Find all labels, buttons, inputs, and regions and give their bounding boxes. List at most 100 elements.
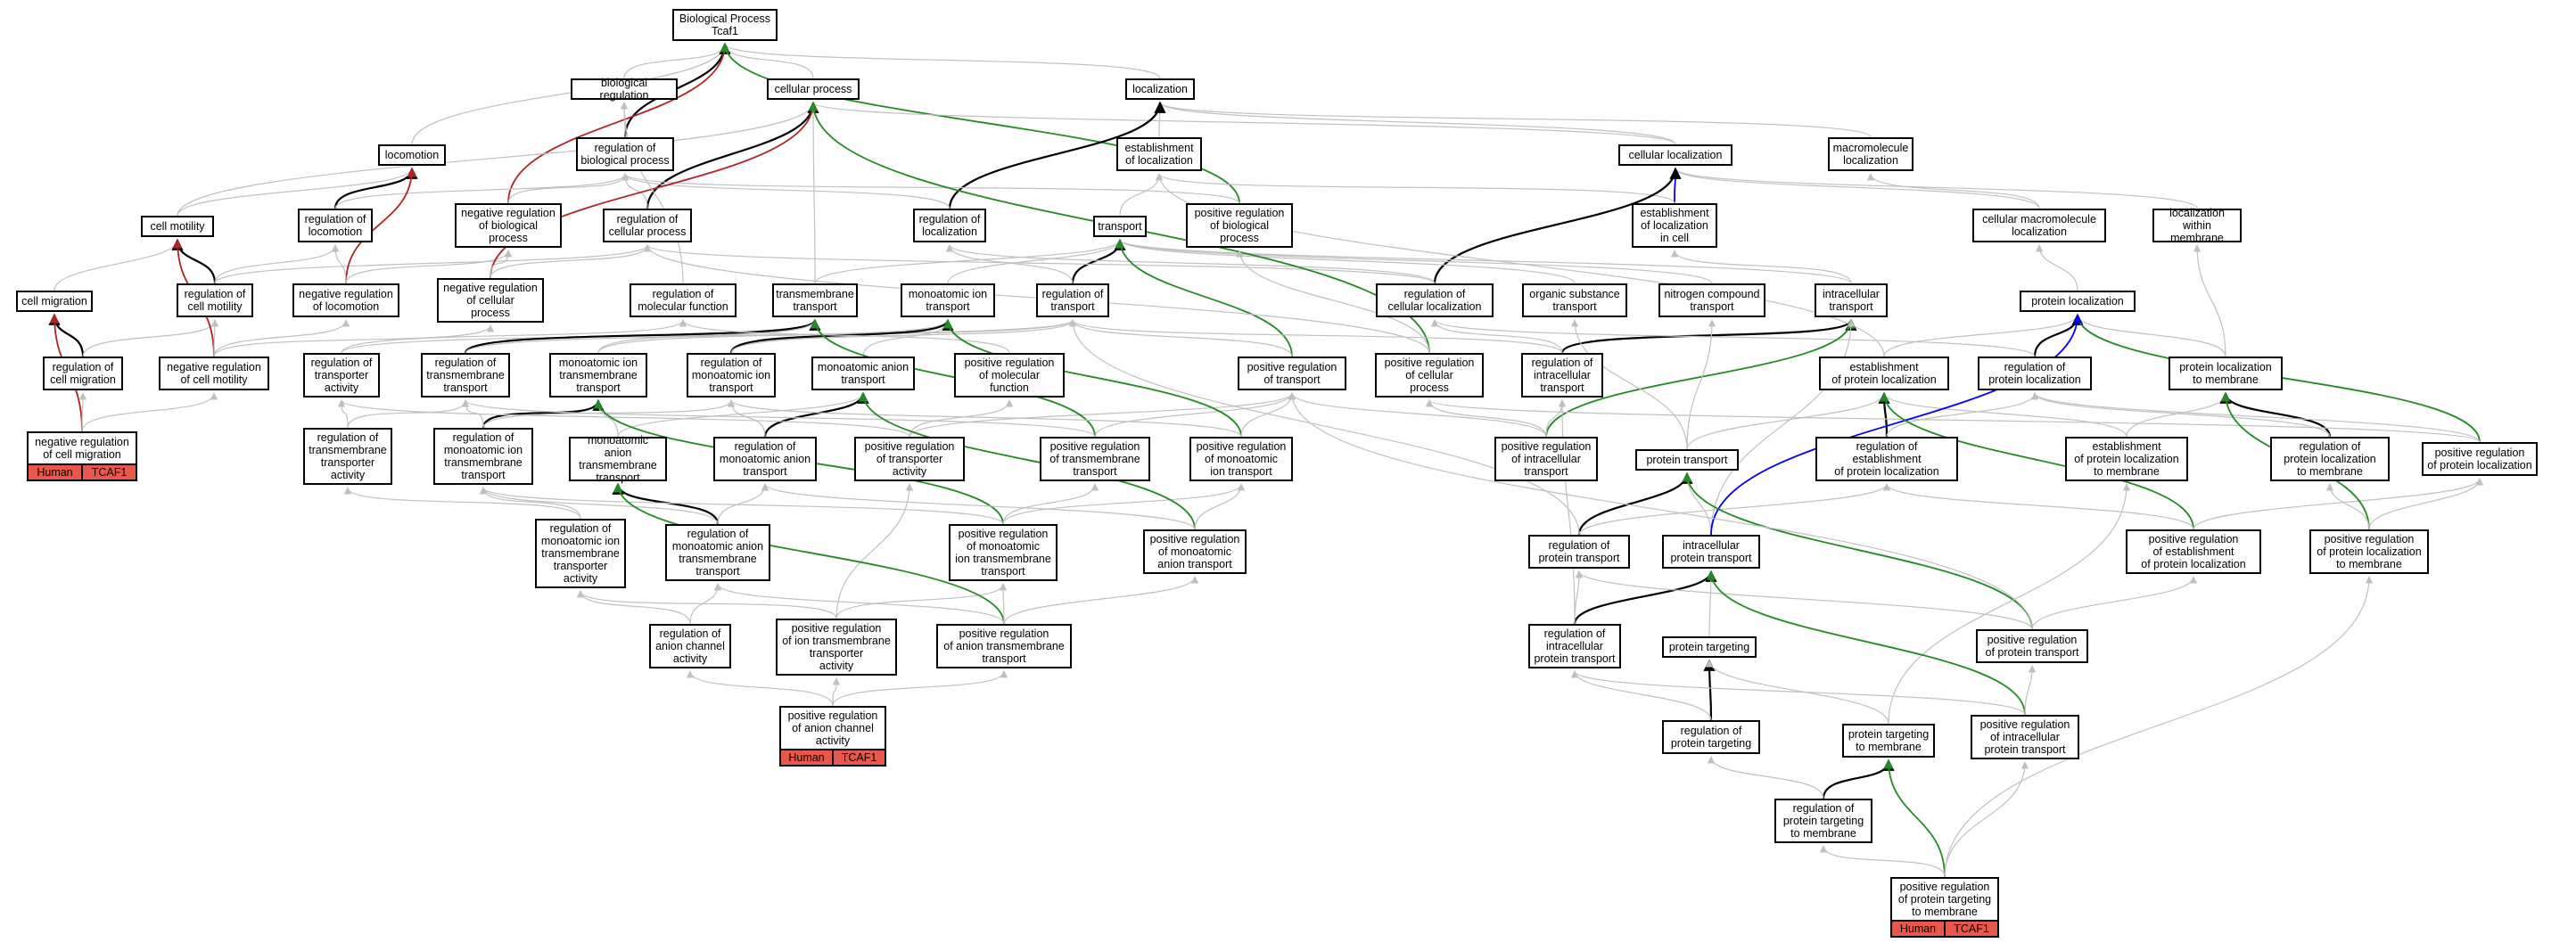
node-positive-regulation-of-monoatomic-ion-transmembrane-transport[interactable]: positive regulation of monoatomic ion tr… — [949, 524, 1058, 581]
edge-regulates — [1822, 758, 1895, 799]
node-positive-regulation-of-monoatomic-ion-transport[interactable]: positive regulation of monoatomic ion tr… — [1189, 437, 1293, 481]
node-negative-regulation-of-biological-process[interactable]: negative regulation of biological proces… — [455, 203, 562, 248]
node-localization-within-membrane[interactable]: localization within membrane — [2152, 207, 2242, 244]
node-establishment-of-protein-localization-to-membrane[interactable]: establishment of protein localization to… — [2065, 437, 2188, 481]
edge-is-a — [835, 583, 1008, 619]
node-regulation-of-cellular-localization[interactable]: regulation of cellular localization — [1376, 283, 1494, 317]
edge-regulates — [763, 391, 869, 438]
node-regulation-of-establishment-of-protein-localization[interactable]: regulation of establishment of protein l… — [1815, 437, 1958, 481]
node-positive-regulation-of-protein-localization[interactable]: positive regulation of protein localizat… — [2422, 442, 2538, 476]
edge-is-a — [1003, 576, 1199, 625]
node-regulation-of-protein-targeting-to-membrane[interactable]: regulation of protein targeting to membr… — [1774, 799, 1872, 843]
node-regulation-of-transporter-activity[interactable]: regulation of transporter activity — [303, 353, 380, 398]
node-positive-regulation-of-cellular-process[interactable]: positive regulation of cellular process — [1375, 353, 1484, 398]
node-monoatomic-ion-transmembrane-transport[interactable]: monoatomic ion transmembrane transport — [549, 353, 647, 398]
node-regulation-of-molecular-function[interactable]: regulation of molecular function — [630, 283, 737, 317]
edge-is-a — [1430, 319, 2036, 357]
node-protein-transport[interactable]: protein transport — [1635, 449, 1739, 471]
edge-is-a — [1944, 576, 2374, 878]
edge-is-a — [810, 102, 1676, 145]
node-cellular-macromolecule-localization[interactable]: cellular macromolecule localization — [1972, 209, 2106, 242]
node-intracellular-protein-transport[interactable]: intracellular protein transport — [1662, 535, 1760, 569]
node-monoatomic-ion-transport[interactable]: monoatomic ion transport — [901, 283, 995, 317]
node-regulation-of-cellular-process[interactable]: regulation of cellular process — [603, 209, 692, 242]
node-root[interactable]: Biological Process Tcaf1 — [672, 9, 778, 41]
node-cell-migration[interactable]: cell migration — [16, 291, 93, 312]
node-regulation-of-monoatomic-anion-transport[interactable]: regulation of monoatomic anion transport — [713, 437, 817, 481]
node-protein-targeting[interactable]: protein targeting — [1662, 636, 1757, 658]
node-regulation-of-transmembrane-transporter-activity[interactable]: regulation of transmembrane transporter … — [303, 428, 392, 485]
node-cellular-localization[interactable]: cellular localization — [1618, 144, 1732, 166]
node-regulation-of-cell-motility[interactable]: regulation of cell motility — [177, 283, 253, 317]
node-regulation-of-protein-localization[interactable]: regulation of protein localization — [1978, 357, 2092, 390]
node-regulation-of-protein-transport[interactable]: regulation of protein transport — [1528, 535, 1630, 569]
node-regulation-of-monoatomic-ion-transport[interactable]: regulation of monoatomic ion transport — [687, 353, 776, 398]
node-establishment-of-localization[interactable]: establishment of localization — [1116, 137, 1202, 171]
node-establishment-of-localization-in-cell[interactable]: establishment of localization in cell — [1632, 203, 1717, 248]
node-regulation-of-monoatomic-ion-transmembrane-transporter-activity[interactable]: regulation of monoatomic ion transmembra… — [535, 519, 626, 588]
node-regulation-of-biological-process[interactable]: regulation of biological process — [576, 137, 674, 171]
node-positive-regulation-of-protein-transport[interactable]: positive regulation of protein transport — [1976, 629, 2088, 663]
node-cell-motility[interactable]: cell motility — [141, 216, 214, 237]
node-regulation-of-protein-localization-to-membrane[interactable]: regulation of protein localization to me… — [2270, 437, 2390, 481]
node-monoatomic-anion-transmembrane-transport[interactable]: monoatomic anion transmembrane transport — [569, 434, 667, 484]
edge-is-a — [720, 43, 814, 79]
node-regulation-of-intracellular-protein-transport[interactable]: regulation of intracellular protein tran… — [1528, 624, 1621, 668]
node-establishment-of-protein-localization[interactable]: establishment of protein localization — [1819, 357, 1949, 390]
edge-is-a — [334, 173, 630, 209]
edge-is-a — [1115, 239, 1713, 284]
edges-layer — [48, 42, 2484, 878]
node-organic-substance-transport[interactable]: organic substance transport — [1522, 283, 1627, 317]
badge-species: Human — [1899, 922, 1937, 935]
node-negative-regulation-of-cell-motility[interactable]: negative regulation of cell motility — [159, 357, 269, 390]
node-transmembrane-transport[interactable]: transmembrane transport — [772, 283, 858, 317]
node-biological-regulation[interactable]: biological regulation — [571, 77, 678, 102]
node-macromolecule-localization[interactable]: macromolecule localization — [1828, 137, 1913, 171]
node-positive-regulation-of-transport[interactable]: positive regulation of transport — [1238, 357, 1346, 390]
edge-is-a — [1886, 392, 2039, 438]
node-negative-regulation-of-locomotion[interactable]: negative regulation of locomotion — [292, 283, 399, 317]
node-regulation-of-cell-migration[interactable]: regulation of cell migration — [43, 357, 123, 390]
node-positive-regulation-of-transmembrane-transport[interactable]: positive regulation of transmembrane tra… — [1040, 437, 1150, 481]
node-negative-regulation-of-cellular-process[interactable]: negative regulation of cellular process — [437, 278, 544, 323]
edge-is-a — [909, 392, 1296, 438]
node-regulation-of-anion-channel-activity[interactable]: regulation of anion channel activity — [649, 624, 731, 668]
node-positive-regulation-of-protein-targeting-to-membrane[interactable]: positive regulation of protein targeting… — [1890, 877, 1999, 922]
node-localization[interactable]: localization — [1125, 78, 1195, 100]
node-protein-targeting-to-membrane[interactable]: protein targeting to membrane — [1842, 724, 1935, 758]
node-regulation-of-monoatomic-anion-transmembrane-transport[interactable]: regulation of monoatomic anion transmemb… — [665, 524, 770, 581]
badge-gene: TCAF1 — [81, 465, 136, 480]
edge-is-a — [337, 399, 349, 429]
node-positive-regulation-of-monoatomic-anion-transport[interactable]: positive regulation of monoatomic anion … — [1143, 529, 1247, 574]
node-regulation-of-transmembrane-transport[interactable]: regulation of transmembrane transport — [421, 353, 510, 398]
node-intracellular-transport[interactable]: intracellular transport — [1815, 283, 1888, 317]
node-monoatomic-anion-transport[interactable]: monoatomic anion transport — [811, 357, 915, 390]
node-cellular-process[interactable]: cellular process — [767, 78, 860, 100]
node-positive-regulation-of-intracellular-protein-transport[interactable]: positive regulation of intracellular pro… — [1971, 715, 2079, 759]
node-positive-regulation-of-transporter-activity[interactable]: positive regulation of transporter activ… — [854, 437, 965, 481]
node-regulation-of-monoatomic-ion-transmembrane-transport[interactable]: regulation of monoatomic ion transmembra… — [433, 428, 533, 485]
node-positive-regulation-of-anion-channel-activity[interactable]: positive regulation of anion channel act… — [779, 706, 886, 750]
node-positive-regulation-of-protein-localization-to-membrane[interactable]: positive regulation of protein localizat… — [2309, 529, 2429, 574]
node-positive-regulation-of-establishment-of-protein-localization[interactable]: positive regulation of establishment of … — [2126, 529, 2261, 574]
node-protein-localization[interactable]: protein localization — [2020, 291, 2136, 312]
node-positive-regulation-of-molecular-function[interactable]: positive regulation of molecular functio… — [954, 353, 1065, 398]
node-regulation-of-transport[interactable]: regulation of transport — [1036, 283, 1109, 317]
node-positive-regulation-of-ion-transmembrane-transporter-activity[interactable]: positive regulation of ion transmembrane… — [776, 619, 897, 676]
node-transport[interactable]: transport — [1093, 216, 1147, 237]
edge-is-a — [2024, 665, 2037, 716]
node-regulation-of-locomotion[interactable]: regulation of locomotion — [298, 209, 373, 242]
edge-is-a — [644, 244, 1436, 284]
node-positive-regulation-of-anion-transmembrane-transport[interactable]: positive regulation of anion transmembra… — [936, 624, 1072, 668]
node-regulation-of-intracellular-transport[interactable]: regulation of intracellular transport — [1521, 353, 1603, 398]
node-positive-regulation-of-intracellular-transport[interactable]: positive regulation of intracellular tra… — [1494, 437, 1598, 481]
edge-is-a — [331, 244, 347, 284]
edge-is-a — [78, 392, 87, 432]
node-protein-localization-to-membrane[interactable]: protein localization to membrane — [2169, 357, 2283, 390]
node-positive-regulation-of-biological-process[interactable]: positive regulation of biological proces… — [1186, 203, 1293, 248]
node-negative-regulation-of-cell-migration[interactable]: negative regulation of cell migration — [27, 431, 137, 465]
node-regulation-of-localization[interactable]: regulation of localization — [913, 209, 986, 242]
node-nitrogen-compound-transport[interactable]: nitrogen compound transport — [1658, 283, 1765, 317]
node-locomotion[interactable]: locomotion — [378, 144, 446, 166]
node-regulation-of-protein-targeting[interactable]: regulation of protein targeting — [1662, 720, 1760, 754]
